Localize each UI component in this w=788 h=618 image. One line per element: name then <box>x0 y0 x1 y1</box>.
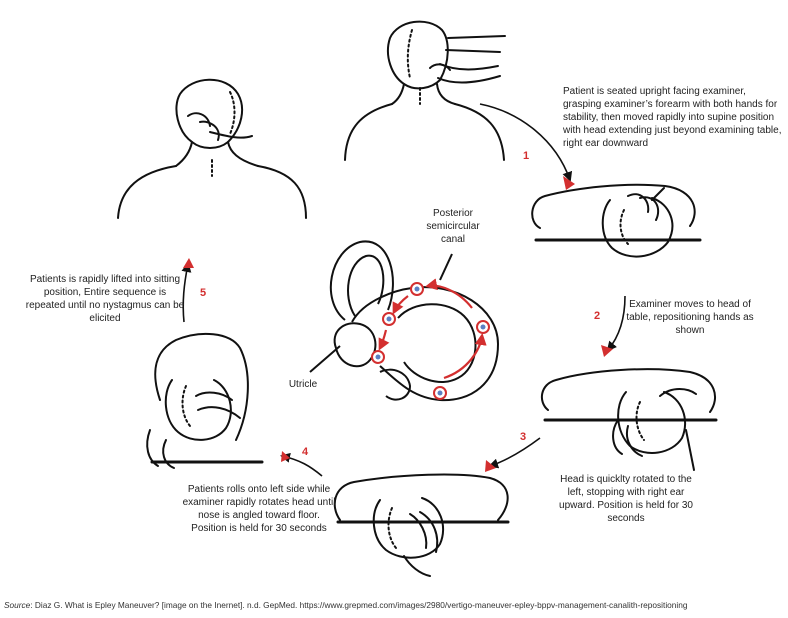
otolith-path-down-1 <box>392 295 409 315</box>
arrowhead-2 <box>601 345 613 357</box>
step-caption-5: Patients is rapidly lifted into sitting … <box>25 274 185 324</box>
arrowhead-accents <box>183 176 613 472</box>
arrowhead-4 <box>281 451 290 462</box>
source-text: : Diaz G. What is Epley Maneuver? [image… <box>30 600 688 610</box>
step-number-5: 5 <box>200 287 207 299</box>
step-number-4: 4 <box>302 446 309 458</box>
arrow-step-5 <box>181 262 192 323</box>
step-caption-2: Examiner moves to head of table, reposit… <box>626 299 754 336</box>
arrowhead-3 <box>485 460 496 472</box>
epley-maneuver-diagram <box>117 20 718 577</box>
arrowhead-5 <box>183 258 194 268</box>
figure-nose-down <box>146 332 264 469</box>
arrowhead-1 <box>563 176 575 190</box>
figure-head-turned-right <box>540 368 718 471</box>
step-number-2: 2 <box>594 310 601 322</box>
otoliths <box>371 282 490 400</box>
step-caption-3: Head is quicklty rotated to the left, st… <box>559 474 693 524</box>
figure-rolled-left-side <box>333 473 510 577</box>
otolith-path <box>378 278 487 380</box>
arrow-step-2 <box>606 295 626 352</box>
otolith-path-down-2 <box>378 329 390 351</box>
arrow-step-1 <box>479 103 573 182</box>
step-number-3: 3 <box>520 431 527 443</box>
otolith-path-upward <box>443 333 487 380</box>
source-prefix: Source <box>4 600 31 610</box>
figure-supine-right-ear-down <box>531 183 702 258</box>
figure-seated-end <box>117 78 307 219</box>
transition-arrows <box>181 103 626 477</box>
arrow-step-3 <box>488 437 541 469</box>
step-caption-4: Patients rolls onto left side while exam… <box>182 484 336 534</box>
label-utricle: Utricle <box>288 379 318 390</box>
step-number-1: 1 <box>523 150 530 162</box>
source-citation: Source: Diaz G. What is Epley Maneuver? … <box>4 600 786 611</box>
label-posterior-semicircular-canal: Posterior semicircular canal <box>426 208 480 245</box>
step-caption-1: Patient is seated upright facing examine… <box>563 86 782 149</box>
arrow-step-4 <box>280 452 323 477</box>
semicircular-canal <box>309 240 500 402</box>
figure-seated-start <box>344 20 506 161</box>
otolith-path-top <box>425 278 473 309</box>
